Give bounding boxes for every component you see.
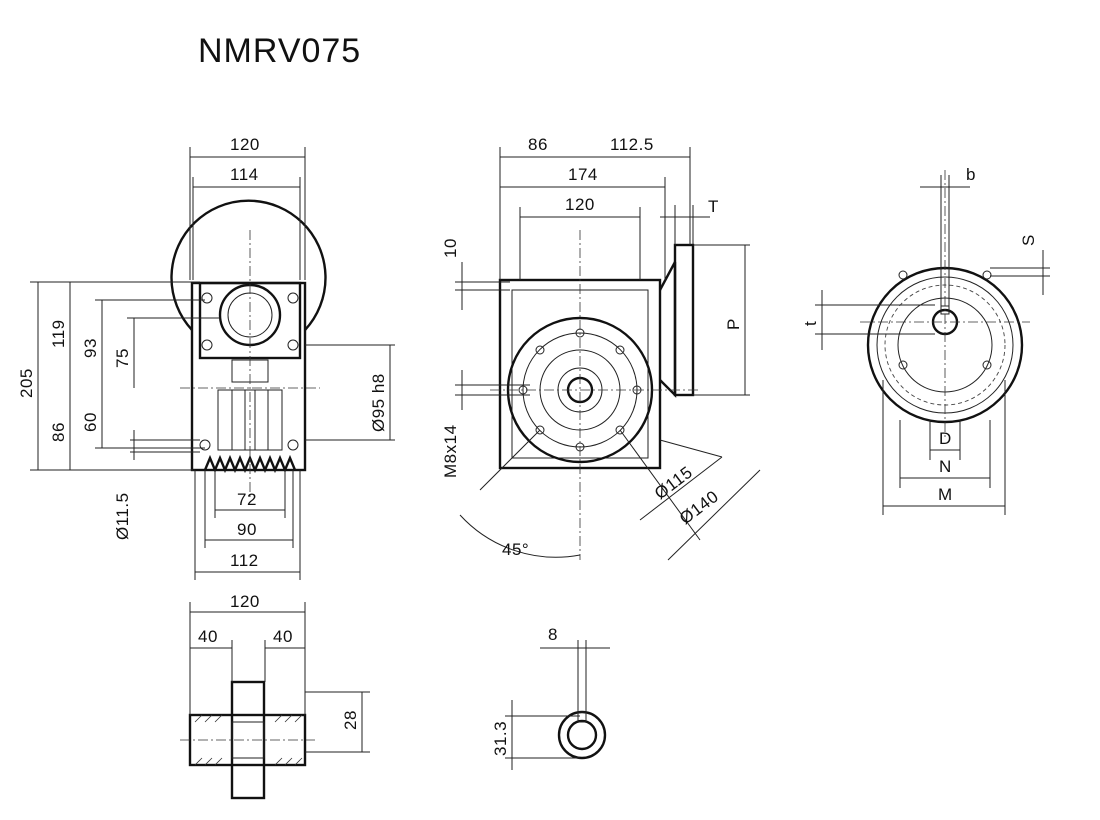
dim-M8x14: M8x14 xyxy=(441,424,460,478)
dim-8: 8 xyxy=(548,625,558,644)
dim-28: 28 xyxy=(341,710,360,730)
flange-hole xyxy=(201,339,213,351)
dim-pcd-140: Ø140 xyxy=(676,487,722,528)
flange-neck xyxy=(658,261,677,398)
worm-teeth xyxy=(203,454,297,474)
key-view: 8 31.3 xyxy=(491,625,610,770)
dim-75: 75 xyxy=(113,348,132,368)
foot-hole xyxy=(199,439,211,451)
flange-hole xyxy=(287,292,299,304)
hollow-shaft-view: 120 40 40 28 xyxy=(180,592,370,800)
housing-arc xyxy=(170,199,327,331)
front-view: 120 114 205 119 86 93 75 60 Ø11.5 Ø95 h8… xyxy=(17,135,395,580)
dim-120-side: 120 xyxy=(565,195,595,214)
dim-72: 72 xyxy=(237,490,257,509)
dim-60: 60 xyxy=(81,412,100,432)
key-bore-inner xyxy=(566,719,598,751)
dim-P: P xyxy=(724,318,743,330)
key-slot xyxy=(577,711,587,723)
dim-114: 114 xyxy=(230,165,259,184)
angle-arc xyxy=(459,514,581,558)
key-bore-outer xyxy=(557,710,607,760)
dim-S: S xyxy=(1019,234,1038,246)
foot-hole xyxy=(287,439,299,451)
dim-40-left: 40 xyxy=(198,627,218,646)
dim-90: 90 xyxy=(237,520,257,539)
dim-angle-45: 45° xyxy=(502,540,529,559)
dim-205: 205 xyxy=(17,368,36,398)
dim-t: t xyxy=(801,321,820,326)
flange-hole xyxy=(201,292,213,304)
dim-b: b xyxy=(966,165,976,184)
dim-M: M xyxy=(938,485,953,504)
dim-hole-dia: Ø11.5 xyxy=(113,492,132,540)
output-flange xyxy=(673,243,695,397)
dim-10: 10 xyxy=(441,238,460,258)
dim-40-right: 40 xyxy=(273,627,293,646)
side-view: 86 112.5 174 120 T 10 P M8x14 Ø115 Ø140 … xyxy=(441,135,761,561)
dim-T: T xyxy=(708,197,719,216)
dim-112-5: 112.5 xyxy=(610,135,654,154)
drawing-title: NMRV075 xyxy=(198,32,361,70)
dim-D: D xyxy=(939,429,952,448)
dim-174: 174 xyxy=(568,165,598,184)
dim-86: 86 xyxy=(49,422,68,442)
flange-view: b S t D N M xyxy=(801,165,1050,515)
flange-hole xyxy=(287,339,299,351)
dim-112: 112 xyxy=(230,551,259,570)
dim-120: 120 xyxy=(230,135,260,154)
dim-86-side: 86 xyxy=(528,135,548,154)
dim-pilot-dia: Ø95 h8 xyxy=(369,373,388,432)
dim-31-3: 31.3 xyxy=(491,721,510,756)
dim-93: 93 xyxy=(81,338,100,358)
dim-120-shaft: 120 xyxy=(230,592,260,611)
dim-119: 119 xyxy=(49,319,68,348)
dim-N: N xyxy=(939,457,952,476)
